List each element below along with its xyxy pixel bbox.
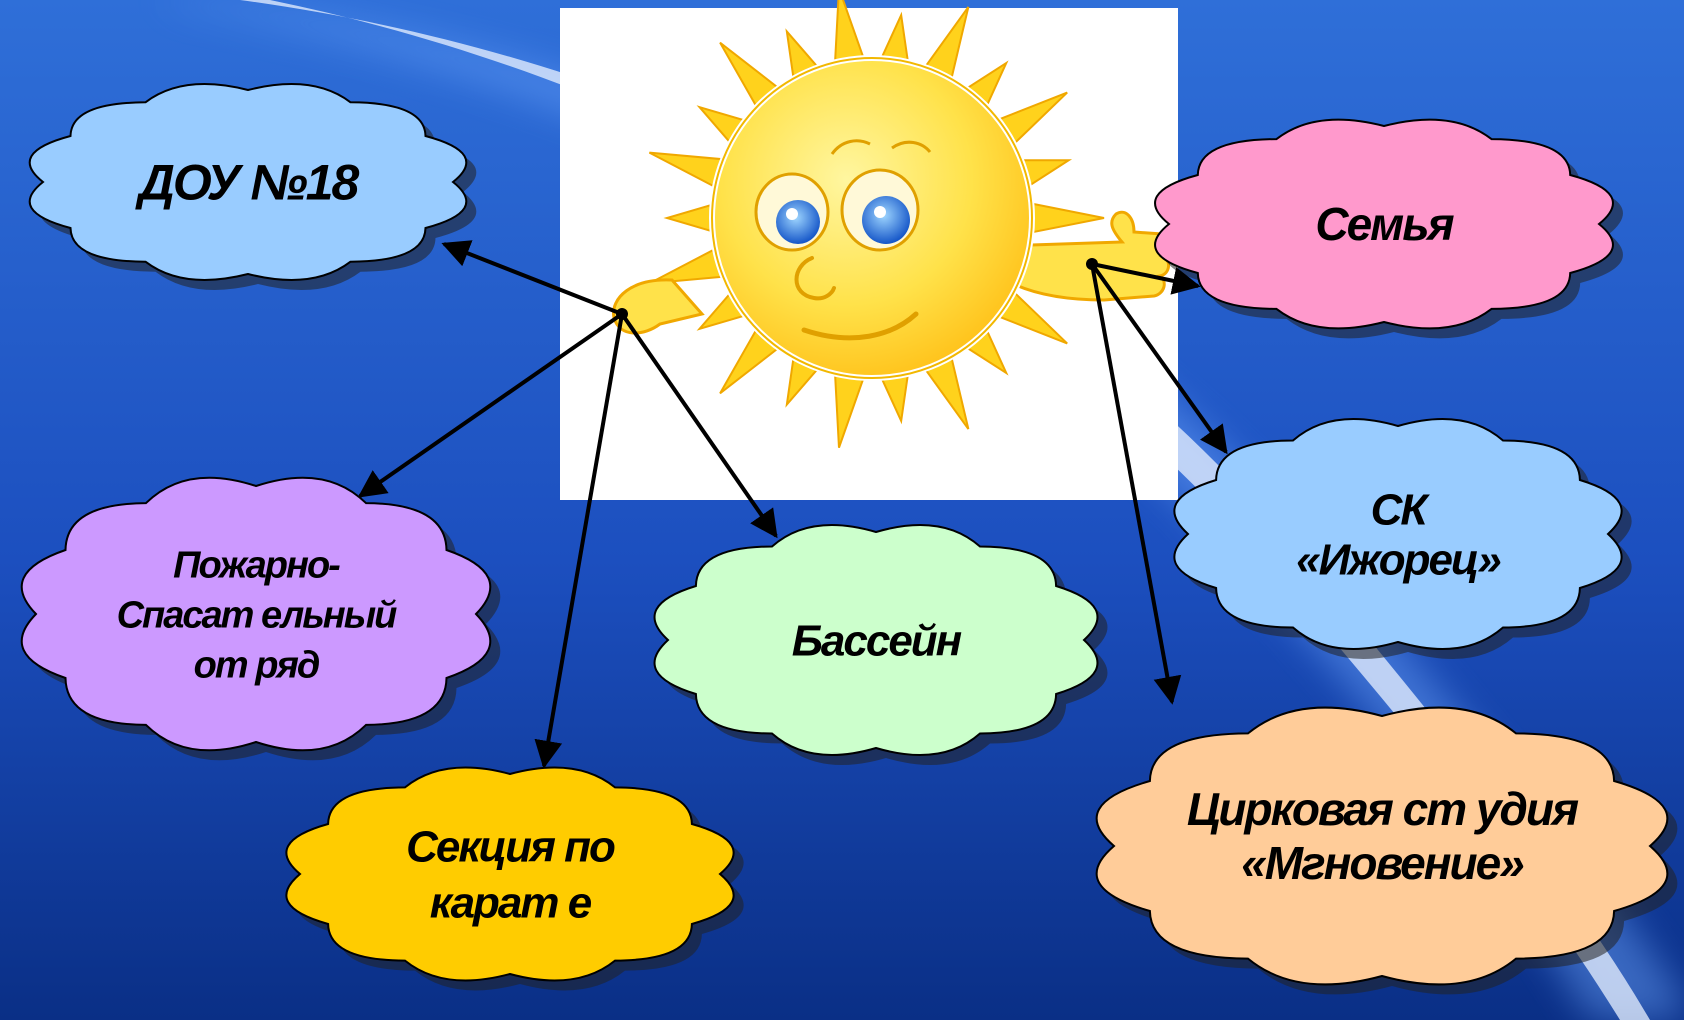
cloud-shape (285, 766, 735, 982)
arrow-to-dou (441, 240, 623, 316)
cloud-label-circus: «Мгновение» (1241, 837, 1524, 889)
cloud-shape (1154, 118, 1614, 330)
cloud-label-dou: ДОУ №18 (135, 155, 360, 211)
cloud-label-pozhar: от ряд (194, 644, 320, 686)
cloud-label-karate: карат е (430, 878, 592, 927)
cloud-label-pozhar: Пожарно- (173, 544, 340, 586)
sun-eyes (754, 168, 920, 252)
sun-smile (801, 311, 919, 341)
cloud-semya: Семья (1154, 118, 1623, 339)
cloud-basseyn: Бассейн (653, 523, 1108, 766)
arrow-to-pozharno (357, 312, 624, 498)
arrow-to-circus (1090, 263, 1182, 705)
cloud-shape (20, 476, 492, 752)
cloud-pozhar: Пожарно- Спасат ельный от ряд (20, 476, 501, 761)
arrow-to-basseyn (620, 312, 778, 539)
cloud-shape (653, 523, 1099, 757)
cloud-sk: СК«Ижорец» (1173, 417, 1632, 660)
cloud-shape (1173, 417, 1623, 651)
smiling-sun-icon (612, 0, 1171, 448)
sun-nose (794, 256, 836, 301)
cloud-shape (28, 83, 468, 281)
arrow-to-semya (1091, 262, 1201, 295)
arrow-to-sk (1090, 262, 1228, 455)
arrow-to-karate (534, 313, 624, 769)
cloud-label-basseyn: Бассейн (792, 616, 962, 665)
connection-arrows (357, 240, 1228, 769)
cloud-circus: Цирковая ст удия«Мгновение» (1095, 706, 1678, 995)
arrow-origin-right (1086, 258, 1098, 270)
cloud-label-sk: «Ижорец» (1296, 535, 1501, 584)
cloud-label-karate: Секция по (406, 822, 615, 871)
cloud-label-semya: Семья (1315, 198, 1454, 250)
cloud-karate: Секция по карат е (285, 766, 744, 991)
cloud-label-sk: СК (1371, 485, 1431, 534)
cloud-dou: ДОУ №18 (28, 83, 477, 290)
cloud-shape (1095, 706, 1669, 986)
arrow-origin-left (616, 308, 628, 320)
cloud-label-pozhar: Спасат ельный (117, 594, 398, 636)
cloud-label-circus: Цирковая ст удия (1187, 783, 1579, 835)
